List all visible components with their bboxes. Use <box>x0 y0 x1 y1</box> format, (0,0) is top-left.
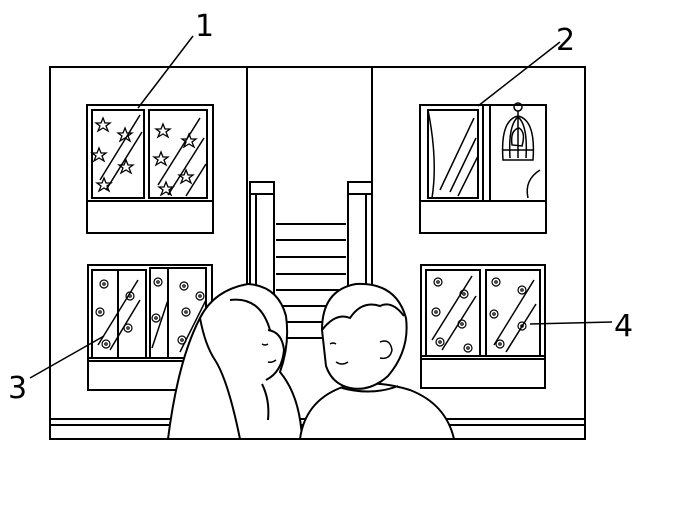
window-4-planter <box>420 355 546 389</box>
label-4: 4 <box>614 309 633 344</box>
label-1: 1 <box>195 9 214 44</box>
building-facade <box>49 66 586 440</box>
window-2-planter <box>419 200 547 234</box>
boy-figure <box>298 282 456 439</box>
star-pattern <box>90 116 198 197</box>
leader-line-3 <box>29 335 105 379</box>
girl-figure <box>166 282 304 439</box>
birdcage-icon <box>501 102 535 161</box>
leader-line-1 <box>137 35 194 109</box>
leader-line-4 <box>529 321 613 325</box>
window-1-planter <box>86 200 214 234</box>
label-3: 3 <box>8 371 27 406</box>
leader-line-2 <box>477 41 561 107</box>
window-2 <box>419 102 547 234</box>
label-2: 2 <box>556 23 575 58</box>
window-4 <box>420 264 546 389</box>
window-1 <box>86 104 214 234</box>
flower-pattern <box>431 277 527 353</box>
flower-pattern <box>95 277 205 349</box>
stairway <box>249 181 373 339</box>
